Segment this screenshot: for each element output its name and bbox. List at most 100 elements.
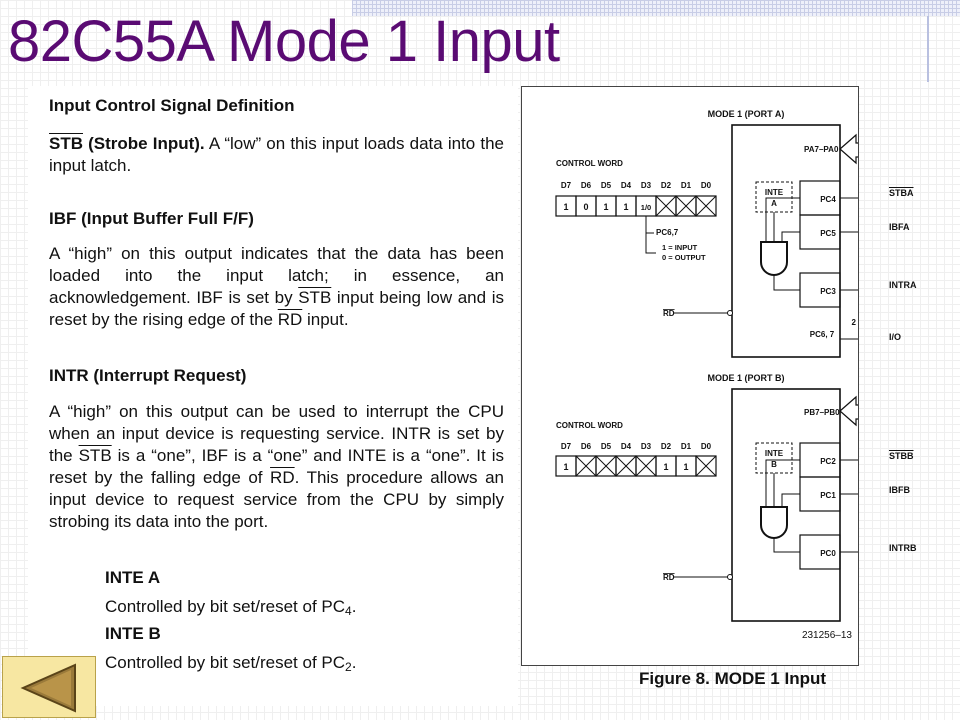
inte-a-description: Controlled by bit set/reset of PC4. — [105, 596, 356, 622]
port-a-pc67-label: PC6,7 — [656, 228, 679, 237]
port-a-bit-value: 1 — [563, 202, 568, 212]
intr-text-2: is a “one”, IBF is a “one” and INTE is a… — [49, 446, 504, 487]
port-a-bit-cell — [695, 195, 717, 217]
port-b-data-pins: PB7–PB0 — [804, 408, 840, 417]
port-a-bit-labels: D7 D6 D5 D4 D3 D2 D1 D0 — [561, 181, 712, 190]
stb-a-text: STBA — [889, 188, 914, 198]
stb-b-signal: STBB — [889, 451, 914, 461]
port-b-dont-care-mark — [695, 455, 717, 477]
port-a-option-line — [645, 233, 656, 254]
ibf-stb: STB — [298, 288, 332, 307]
port-b-control-word-label: CONTROL WORD — [556, 421, 623, 430]
port-a-bit-value: 1 — [603, 202, 608, 212]
inte-a-label: INTE — [765, 188, 784, 197]
port-a-rd-label: RD — [663, 309, 675, 318]
inte-b-end: . — [351, 653, 357, 672]
text-panel: Input Control Signal Definition STB (Str… — [28, 86, 518, 706]
port-a-title: MODE 1 (PORT A) — [708, 109, 785, 119]
port-a-bus-arrow — [839, 133, 858, 165]
back-button[interactable] — [2, 656, 96, 718]
bit-label: D0 — [701, 181, 712, 190]
header-rule — [927, 16, 929, 82]
port-b-chip — [731, 388, 841, 622]
bit-label: D7 — [561, 442, 572, 451]
intr-stb: STB — [78, 446, 112, 465]
bit-label: D6 — [581, 181, 592, 190]
ibf-a-signal: IBFA — [889, 222, 910, 232]
port-b-rd-label: RD — [663, 573, 675, 582]
inte-a-text: Controlled by bit set/reset of PC — [105, 597, 346, 616]
inte-a-heading: INTE A — [105, 568, 161, 587]
port-a-dont-care-mark — [695, 195, 717, 217]
port-b-bit-labels: D7 D6 D5 D4 D3 D2 D1 D0 — [561, 442, 712, 451]
figure-caption: Figure 8. MODE 1 Input — [639, 669, 827, 688]
triangle-left-icon — [20, 663, 76, 713]
inte-b-text: Controlled by bit set/reset of PC — [105, 653, 346, 672]
ibf-heading: IBF (Input Buffer Full F/F) — [49, 209, 254, 228]
stb-a-signal: STBA — [889, 188, 914, 198]
intr-description: A “high” on this output can be used to i… — [49, 401, 504, 533]
intr-b-signal: INTRB — [889, 543, 917, 553]
port-a-bit-value: 0 — [583, 202, 588, 212]
port-a-pc67-line — [645, 216, 654, 234]
section-heading: Input Control Signal Definition — [49, 96, 295, 115]
inte-b-subscript: 2 — [345, 660, 352, 674]
intr-heading: INTR (Interrupt Request) — [49, 366, 247, 385]
bit-label: D6 — [581, 442, 592, 451]
bit-label: D5 — [601, 442, 612, 451]
ibf-text-1: A “high” on this output indicates that t… — [49, 244, 504, 307]
port-b-bit-value: 1 — [563, 462, 568, 472]
port-b-dont-care-mark — [595, 455, 617, 477]
ibf-b-signal: IBFB — [889, 485, 910, 495]
port-b-bit-cell — [695, 455, 717, 477]
bit-label: D1 — [681, 181, 692, 190]
inte-a-end: . — [351, 597, 357, 616]
port-b-dont-care-mark — [635, 455, 657, 477]
port-b-bit-value: 1 — [683, 462, 688, 472]
stb-body: A “low” on this input loads data into th… — [49, 134, 504, 175]
bit-label: D4 — [621, 181, 632, 190]
inte-b-description: Controlled by bit set/reset of PC2. — [105, 652, 356, 678]
port-b-dont-care-mark — [575, 455, 597, 477]
inte-b-heading: INTE B — [105, 624, 161, 643]
port-a-bit-value: 1 — [623, 202, 628, 212]
stb-definition: STB (Strobe Input). A “low” on this inpu… — [49, 133, 504, 177]
pc3-label: PC3 — [820, 287, 836, 296]
inte-b-flipflop — [755, 442, 793, 474]
stb-term: STB — [49, 134, 83, 153]
port-a-control-word-label: CONTROL WORD — [556, 159, 623, 168]
inte-b-port: B — [771, 460, 777, 469]
pc4-label: PC4 — [820, 195, 836, 204]
inte-a-subscript: 4 — [345, 604, 352, 618]
stb-b-text: STBB — [889, 451, 914, 461]
bit-label: D3 — [641, 442, 652, 451]
inte-a-flipflop — [755, 181, 793, 213]
ibf-description: A “high” on this output indicates that t… — [49, 243, 504, 331]
port-b-dont-care-mark — [615, 455, 637, 477]
ibf-text-2: input being low and is reset by the risi… — [49, 288, 504, 329]
and-gate-b — [760, 506, 788, 539]
bit-label: D4 — [621, 442, 632, 451]
pc5-label: PC5 — [820, 229, 836, 238]
bit-label: D5 — [601, 181, 612, 190]
ibf-rd: RD — [277, 310, 303, 329]
slide-title: 82C55A Mode 1 Input — [8, 9, 560, 74]
port-b-title: MODE 1 (PORT B) — [707, 373, 784, 383]
bit-label: D0 — [701, 442, 712, 451]
and-gate-a — [760, 241, 788, 276]
port-a-option-input: 1 = INPUT — [662, 243, 698, 252]
port-a-dont-care-mark — [675, 195, 697, 217]
port-a-option-output: 0 = OUTPUT — [662, 253, 706, 262]
intr-text-3: . This procedure allows an input device … — [49, 468, 505, 531]
figure-number: 231256–13 — [802, 630, 852, 641]
bit-label: D2 — [661, 442, 672, 451]
inte-a-port: A — [771, 199, 777, 208]
pc1-label: PC1 — [820, 491, 836, 500]
io-signal: I/O — [889, 332, 902, 342]
port-a-data-pins: PA7–PA0 — [804, 145, 839, 154]
bit-label: D3 — [641, 181, 652, 190]
mode1-diagram: MODE 1 (PORT A) PA7–PA0 8 CONTROL WORD D… — [555, 109, 858, 641]
header-pattern — [352, 0, 960, 16]
